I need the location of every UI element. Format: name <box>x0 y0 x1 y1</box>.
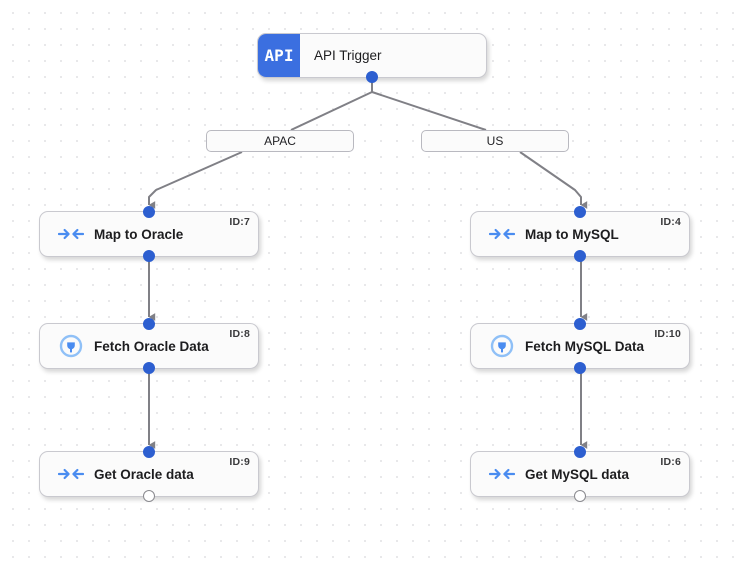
handle-top-fetch-mysql-data[interactable] <box>574 318 586 330</box>
node-id-map-to-mysql: ID:4 <box>660 216 681 228</box>
api-badge-icon: API <box>258 34 300 77</box>
handle-top-map-to-oracle[interactable] <box>143 206 155 218</box>
node-label-get-oracle-data: Get Oracle data <box>94 466 194 482</box>
handle-bottom-map-to-oracle[interactable] <box>143 250 155 262</box>
map-arrows-icon <box>54 466 88 482</box>
handle-top-fetch-oracle-data[interactable] <box>143 318 155 330</box>
handle-bottom-map-to-mysql[interactable] <box>574 250 586 262</box>
edge-label-apac-text: APAC <box>264 134 296 148</box>
edge-label-us[interactable]: US <box>421 130 569 152</box>
node-label-fetch-oracle-data: Fetch Oracle Data <box>94 338 209 354</box>
handle-bottom-fetch-mysql-data[interactable] <box>574 362 586 374</box>
node-map-to-mysql[interactable]: Map to MySQL ID:4 <box>470 206 690 262</box>
node-label-get-mysql-data: Get MySQL data <box>525 466 630 482</box>
handle-bottom-get-mysql-data[interactable] <box>574 490 586 502</box>
handle-bottom-fetch-oracle-data[interactable] <box>143 362 155 374</box>
node-id-get-oracle-data: ID:9 <box>229 456 250 468</box>
map-arrows-icon <box>485 466 519 482</box>
edge-label-apac[interactable]: APAC <box>206 130 354 152</box>
edge-apac-to-map-oracle <box>148 151 243 209</box>
handle-bottom-get-oracle-data[interactable] <box>143 490 155 502</box>
node-label-api-trigger: API Trigger <box>314 48 382 63</box>
connector-plug-icon <box>54 334 88 358</box>
node-id-fetch-mysql-data: ID:10 <box>654 328 681 340</box>
node-get-mysql-data[interactable]: Get MySQL data ID:6 <box>470 446 690 502</box>
edge-label-us-text: US <box>486 134 504 148</box>
node-id-map-to-oracle: ID:7 <box>229 216 250 228</box>
api-badge-text: API <box>264 46 294 65</box>
node-id-get-mysql-data: ID:6 <box>660 456 681 468</box>
node-fetch-mysql-data[interactable]: Fetch MySQL Data ID:10 <box>470 318 690 374</box>
connector-plug-icon <box>485 334 519 358</box>
edge-trigger-to-us <box>371 91 487 131</box>
handle-bottom-api-trigger[interactable] <box>366 71 378 83</box>
node-map-to-oracle[interactable]: Map to Oracle ID:7 <box>39 206 259 262</box>
node-fetch-oracle-data[interactable]: Fetch Oracle Data ID:8 <box>39 318 259 374</box>
node-label-map-to-oracle: Map to Oracle <box>94 226 184 242</box>
edge-trigger-to-apac <box>290 91 373 131</box>
node-label-fetch-mysql-data: Fetch MySQL Data <box>525 338 645 354</box>
node-get-oracle-data[interactable]: Get Oracle data ID:9 <box>39 446 259 502</box>
map-arrows-icon <box>485 226 519 242</box>
node-id-fetch-oracle-data: ID:8 <box>229 328 250 340</box>
node-api-trigger[interactable]: API API Trigger <box>257 33 487 83</box>
map-arrows-icon <box>54 226 88 242</box>
node-label-map-to-mysql: Map to MySQL <box>525 226 619 242</box>
handle-top-get-oracle-data[interactable] <box>143 446 155 458</box>
edge-us-to-map-mysql <box>519 151 588 209</box>
handle-top-get-mysql-data[interactable] <box>574 446 586 458</box>
handle-top-map-to-mysql[interactable] <box>574 206 586 218</box>
